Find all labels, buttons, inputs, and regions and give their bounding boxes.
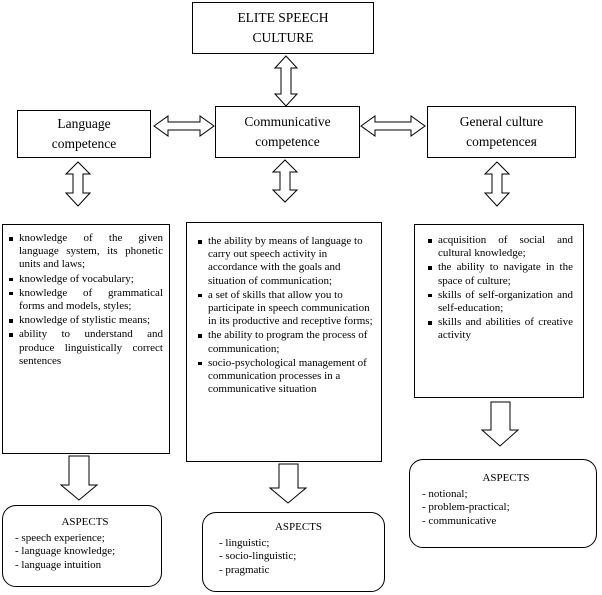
arrow-communicative-to-aspects [268,463,308,504]
communicative-aspects-box: ASPECTS - linguistic; - socio-linguistic… [202,512,385,592]
communicative-competence-line2: competence [255,134,320,149]
list-item: - problem-practical; [422,501,510,513]
list-item: - language intuition [15,558,102,571]
list-item: the ability to program the process of co… [197,329,374,355]
language-competence-list-box: knowledge of the given language system, … [2,224,170,454]
elite-speech-culture-box: ELITE SPEECH CULTURE [192,2,374,54]
list-item: skills of self-organization and self-edu… [427,289,573,315]
list-item: knowledge of stylistic means; [8,314,163,327]
elite-speech-culture-line1: ELITE SPEECH [237,10,329,25]
arrow-language-to-communicative [153,115,215,137]
list-item: knowledge of the given language system, … [8,232,163,272]
language-aspects-title: ASPECTS [61,516,109,528]
arrow-language-to-list [64,161,92,207]
general-culture-competence-box: General culture competenceя [427,106,576,158]
general-culture-competence-list-box: acquisition of social and cultural knowl… [414,224,584,398]
list-item: the ability to navigate in the space of … [427,261,573,287]
list-item: - notional; [422,487,468,500]
general-culture-competence-line2: competenceя [466,134,537,149]
communicative-aspects-title: ASPECTS [274,521,323,533]
arrow-language-to-aspects [59,455,99,501]
communicative-competence-list: the ability by means of language to carr… [197,235,374,396]
list-item: socio-psychological management of commun… [197,357,374,397]
list-item: - linguistic; [219,536,270,549]
list-item: the ability by means of language to carr… [197,235,374,288]
list-item: knowledge of vocabulary; [8,273,163,286]
arrow-general-to-list [483,161,511,207]
list-item: - communicative [422,514,497,527]
communicative-competence-box: Communicative competence [215,106,360,158]
language-competence-list: knowledge of the given language system, … [8,232,163,368]
communicative-competence-line1: Communicative [244,114,331,129]
general-aspects-title: ASPECTS [482,472,530,484]
list-item: ability to understand and produce lingui… [8,328,163,368]
list-item: - pragmatic [219,563,270,576]
list-item: - speech experience; [15,531,105,544]
general-aspects-box: ASPECTS - notional; - problem-practical;… [409,459,597,548]
arrow-communicative-to-general [360,115,426,137]
general-culture-competence-list: acquisition of social and cultural knowl… [427,234,573,343]
communicative-competence-list-box: the ability by means of language to carr… [186,222,382,462]
list-item: a set of skills that allow you to partic… [197,289,374,329]
arrow-top-to-communicative [273,55,299,107]
language-aspects-box: ASPECTS - speech experience; - language … [2,505,162,587]
list-item: acquisition of social and cultural knowl… [427,234,573,260]
arrow-communicative-to-list [271,159,299,203]
list-item: - language knowledge; [15,545,116,557]
general-aspects-list: - notional; - problem-practical; - commu… [422,488,590,529]
communicative-aspects-list: - linguistic; - socio-linguistic; - prag… [219,537,378,578]
language-aspects-list: - speech experience; - language knowledg… [15,532,155,573]
list-item: skills and abilities of creative activit… [427,316,573,342]
list-item: knowledge of grammatical forms and model… [8,287,163,313]
arrow-general-to-aspects [480,401,520,447]
list-item: - socio-linguistic; [219,550,297,562]
language-competence-box: Language competence [17,110,151,158]
elite-speech-culture-line2: CULTURE [252,30,314,45]
language-competence-line2: competence [51,136,117,151]
language-competence-line1: Language [57,116,111,131]
general-culture-competence-line1: General culture [459,114,544,129]
